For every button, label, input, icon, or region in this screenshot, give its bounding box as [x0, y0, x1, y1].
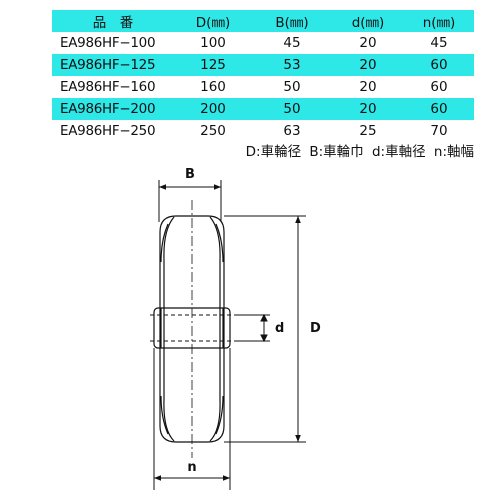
cell-part-number: EA986HF−125	[60, 57, 156, 73]
cell-n: 45	[430, 35, 448, 51]
label-d: d	[275, 321, 284, 336]
cell-part-number: EA986HF−250	[60, 123, 156, 139]
cell-part-number: EA986HF−200	[60, 101, 156, 117]
cell-d: 25	[359, 123, 377, 139]
cell-d: 20	[359, 101, 377, 117]
cell-n: 60	[430, 57, 448, 73]
label-D: D	[310, 321, 321, 336]
dimension-B	[158, 180, 222, 222]
cell-part-number: EA986HF−100	[60, 35, 156, 51]
header-d: d(㎜)	[351, 15, 385, 31]
cell-D: 250	[200, 123, 226, 139]
cell-B: 45	[283, 35, 301, 51]
table-row: EA986HF−250 250 63 25 70	[52, 120, 474, 142]
table-header-row: 品 番 D(㎜) B(㎜) d(㎜) n(㎜)	[52, 10, 474, 32]
cell-d: 20	[359, 79, 377, 95]
table-row: EA986HF−125 125 53 20 60	[52, 54, 474, 76]
cell-B: 50	[283, 101, 301, 117]
cell-d: 20	[359, 57, 377, 73]
table-row: EA986HF−100 100 45 20 45	[52, 32, 474, 54]
cell-D: 160	[200, 79, 226, 95]
cell-n: 60	[430, 101, 448, 117]
table-row: EA986HF−160 160 50 20 60	[52, 76, 474, 98]
cell-D: 200	[200, 101, 226, 117]
cell-d: 20	[359, 35, 377, 51]
cell-part-number: EA986HF−160	[60, 79, 156, 95]
dimension-d	[234, 313, 270, 343]
dimension-D	[224, 215, 306, 443]
spec-table: 品 番 D(㎜) B(㎜) d(㎜) n(㎜) EA986HF−100 100 …	[52, 10, 474, 142]
header-D: D(㎜)	[195, 15, 231, 31]
cell-B: 50	[283, 79, 301, 95]
cell-B: 53	[283, 57, 301, 73]
cell-D: 125	[200, 57, 226, 73]
cell-n: 60	[430, 79, 448, 95]
cell-D: 100	[200, 35, 226, 51]
table-row: EA986HF−200 200 50 20 60	[52, 98, 474, 120]
dimension-n	[153, 348, 231, 490]
label-n: n	[187, 460, 196, 475]
dimension-legend: D:車輪径 B:車輪巾 d:車軸径 n:軸幅	[245, 144, 474, 160]
wheel-tire	[159, 215, 225, 443]
header-n: n(㎜)	[422, 15, 456, 31]
header-part-number: 品 番	[92, 15, 134, 31]
cell-B: 63	[283, 123, 301, 139]
header-B: B(㎜)	[275, 15, 309, 31]
cell-n: 70	[430, 123, 448, 139]
label-B: B	[185, 167, 195, 182]
